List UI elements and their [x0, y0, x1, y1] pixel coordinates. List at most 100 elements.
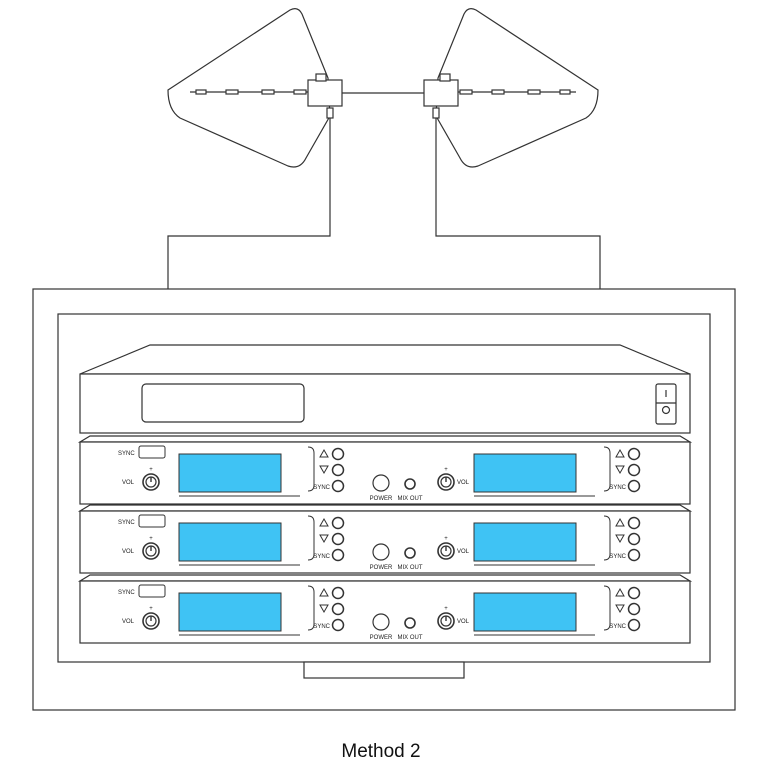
triangle-down-icon [615, 465, 625, 475]
mix-out-jack[interactable] [404, 478, 416, 490]
right-antenna-cable [435, 118, 601, 289]
right-antenna-element [527, 89, 541, 95]
power-button[interactable] [372, 613, 390, 631]
sync-button-label: SYNC [313, 485, 330, 491]
power-switch-off-mark [661, 405, 671, 415]
sync-button-label: SYNC [609, 554, 626, 560]
lcd-display-right [473, 453, 577, 493]
knob-plus-mark: + [149, 536, 153, 542]
triangle-up-icon [615, 448, 625, 458]
up-button[interactable] [627, 447, 641, 461]
up-button[interactable] [331, 586, 345, 600]
left-antenna-paddle [167, 8, 331, 168]
sync-button[interactable] [627, 548, 641, 562]
triangle-down-icon [615, 534, 625, 544]
receiver-front-panel [79, 441, 691, 505]
sync-button-label: SYNC [313, 554, 330, 560]
right-antenna-element [459, 89, 473, 95]
knob-plus-mark: + [444, 467, 448, 473]
button-bracket [307, 585, 315, 631]
power-label: POWER [370, 635, 393, 641]
knob-plus-mark: + [149, 606, 153, 612]
left-antenna-connector [315, 73, 327, 82]
volume-label: VOL [122, 619, 135, 625]
mix-out-jack[interactable] [404, 617, 416, 629]
power-button[interactable] [372, 474, 390, 492]
left-antenna-element [261, 89, 275, 95]
sync-indicator-label: SYNC [118, 590, 135, 596]
sync-button-label: SYNC [609, 485, 626, 491]
right-antenna-element [491, 89, 505, 95]
right-antenna [423, 8, 599, 168]
left-antenna-element [225, 89, 239, 95]
distributor-window [141, 383, 305, 423]
left-antenna-plug [326, 107, 334, 119]
left-antenna-cable [167, 118, 331, 289]
sync-button[interactable] [331, 548, 345, 562]
volume-label: VOL [457, 480, 470, 486]
distributor-top-panel [79, 344, 691, 375]
mix-out-label: MIX OUT [398, 565, 423, 571]
up-button[interactable] [331, 447, 345, 461]
left-antenna [167, 8, 343, 168]
power-label: POWER [370, 565, 393, 571]
lcd-display-left [178, 522, 282, 562]
sync-indicator [138, 445, 166, 459]
antenna-distributor [79, 344, 691, 434]
receiver-top-edge [77, 574, 693, 582]
volume-label: VOL [122, 480, 135, 486]
down-button[interactable] [331, 463, 345, 477]
mix-out-label: MIX OUT [398, 496, 423, 502]
up-button[interactable] [627, 586, 641, 600]
sync-button[interactable] [331, 618, 345, 632]
receiver-front-panel [79, 580, 691, 644]
right-antenna-paddle [435, 8, 599, 168]
lcd-display-right [473, 592, 577, 632]
sync-indicator-label: SYNC [118, 520, 135, 526]
rack-case-base [303, 661, 465, 679]
triangle-down-icon [319, 604, 329, 614]
lcd-display-left [178, 592, 282, 632]
button-bracket [603, 446, 611, 492]
receiver-stack: SYNC VOL + SYNC POWER MIX OUT + VOL SYNC SYNC VOL +… [77, 435, 693, 644]
triangle-down-icon [615, 604, 625, 614]
triangle-up-icon [319, 587, 329, 597]
receiver-front-panel [79, 510, 691, 574]
button-bracket [603, 515, 611, 561]
up-button[interactable] [627, 516, 641, 530]
knob-plus-mark: + [444, 606, 448, 612]
volume-label: VOL [457, 619, 470, 625]
down-button[interactable] [627, 463, 641, 477]
receiver-top-edge [77, 504, 693, 512]
right-antenna-connector [439, 73, 451, 82]
right-antenna-element [559, 89, 571, 95]
sync-button[interactable] [627, 618, 641, 632]
left-antenna-element [293, 89, 307, 95]
down-button[interactable] [331, 532, 345, 546]
sync-button[interactable] [627, 479, 641, 493]
sync-button-label: SYNC [313, 624, 330, 630]
mix-out-jack[interactable] [404, 547, 416, 559]
up-button[interactable] [331, 516, 345, 530]
down-button[interactable] [627, 602, 641, 616]
lcd-display-left [178, 453, 282, 493]
power-switch[interactable] [655, 383, 677, 425]
right-antenna-mount [423, 79, 459, 107]
triangle-up-icon [615, 517, 625, 527]
knob-plus-mark: + [444, 536, 448, 542]
sync-indicator [138, 514, 166, 528]
triangle-up-icon [319, 448, 329, 458]
lcd-display-right [473, 522, 577, 562]
power-button[interactable] [372, 543, 390, 561]
sync-button[interactable] [331, 479, 345, 493]
knob-plus-mark: + [149, 467, 153, 473]
down-button[interactable] [331, 602, 345, 616]
volume-label: VOL [457, 549, 470, 555]
mix-out-label: MIX OUT [398, 635, 423, 641]
down-button[interactable] [627, 532, 641, 546]
left-antenna-mount [307, 79, 343, 107]
button-bracket [307, 446, 315, 492]
